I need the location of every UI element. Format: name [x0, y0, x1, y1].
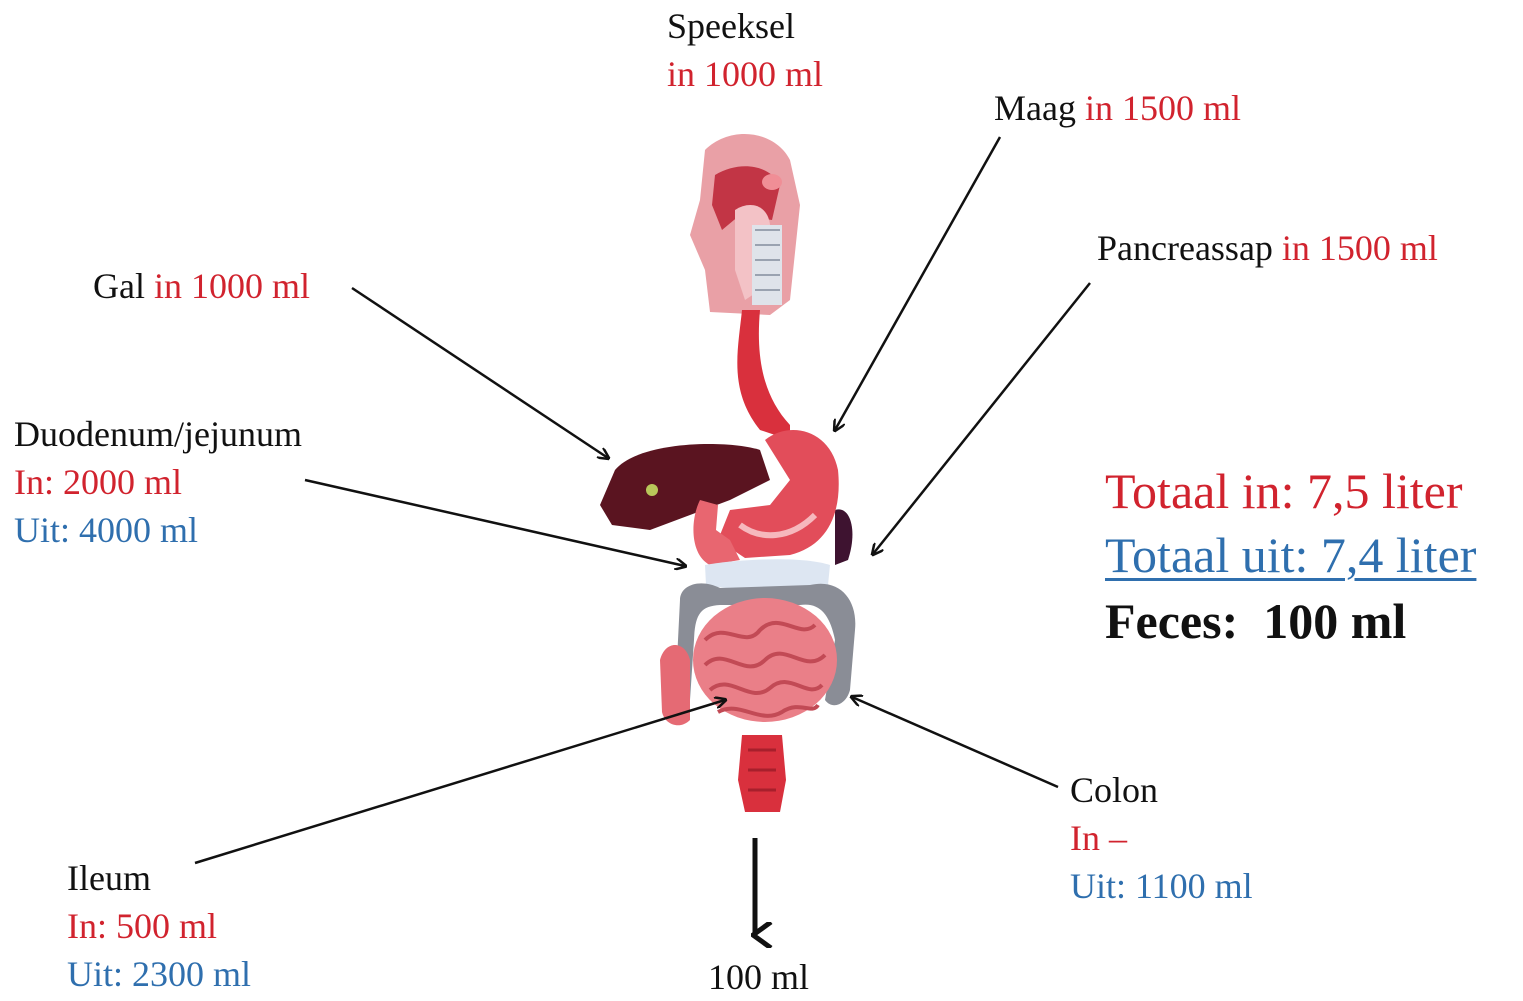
label-duodenum: Duodenum/jejunum In: 2000 ml Uit: 4000 m…	[14, 410, 302, 554]
colon-name: Colon	[1070, 766, 1253, 814]
duodenum-name: Duodenum/jejunum	[14, 410, 302, 458]
duodenum-in: In: 2000 ml	[14, 458, 302, 506]
label-ileum: Ileum In: 500 ml Uit: 2300 ml	[67, 854, 251, 998]
maag-in: in 1500 ml	[1085, 88, 1241, 128]
ileum-uit: Uit: 2300 ml	[67, 950, 251, 998]
colon-in: In –	[1070, 814, 1253, 862]
feces-total: Feces: 100 ml	[1105, 588, 1406, 654]
label-speeksel: Speeksel in 1000 ml	[667, 2, 823, 98]
label-pancreassap: Pancreassap in 1500 ml	[1097, 224, 1438, 272]
ileum-in: In: 500 ml	[67, 902, 251, 950]
pancreassap-name: Pancreassap	[1097, 228, 1273, 268]
arrow-gal	[352, 288, 608, 458]
totaal-uit: Totaal uit: 7,4 liter	[1105, 522, 1476, 588]
label-feces-out: 100 ml	[708, 953, 809, 1001]
arrow-colon	[852, 697, 1058, 787]
duodenum-uit: Uit: 4000 ml	[14, 506, 302, 554]
pancreassap-in: in 1500 ml	[1282, 228, 1438, 268]
label-maag: Maag in 1500 ml	[994, 84, 1241, 132]
speeksel-name: Speeksel	[667, 2, 823, 50]
arrow-maag	[835, 137, 1000, 430]
speeksel-in: in 1000 ml	[667, 50, 823, 98]
colon-uit: Uit: 1100 ml	[1070, 862, 1253, 910]
arrow-ileum	[195, 700, 725, 863]
arrow-pancreassap	[873, 283, 1090, 554]
ileum-name: Ileum	[67, 854, 251, 902]
label-colon: Colon In – Uit: 1100 ml	[1070, 766, 1253, 910]
maag-name: Maag	[994, 88, 1076, 128]
gal-name: Gal	[93, 266, 145, 306]
totaal-in: Totaal in: 7,5 liter	[1105, 458, 1463, 524]
gal-in: in 1000 ml	[154, 266, 310, 306]
arrow-duodenum	[305, 480, 685, 566]
label-gal: Gal in 1000 ml	[93, 262, 310, 310]
